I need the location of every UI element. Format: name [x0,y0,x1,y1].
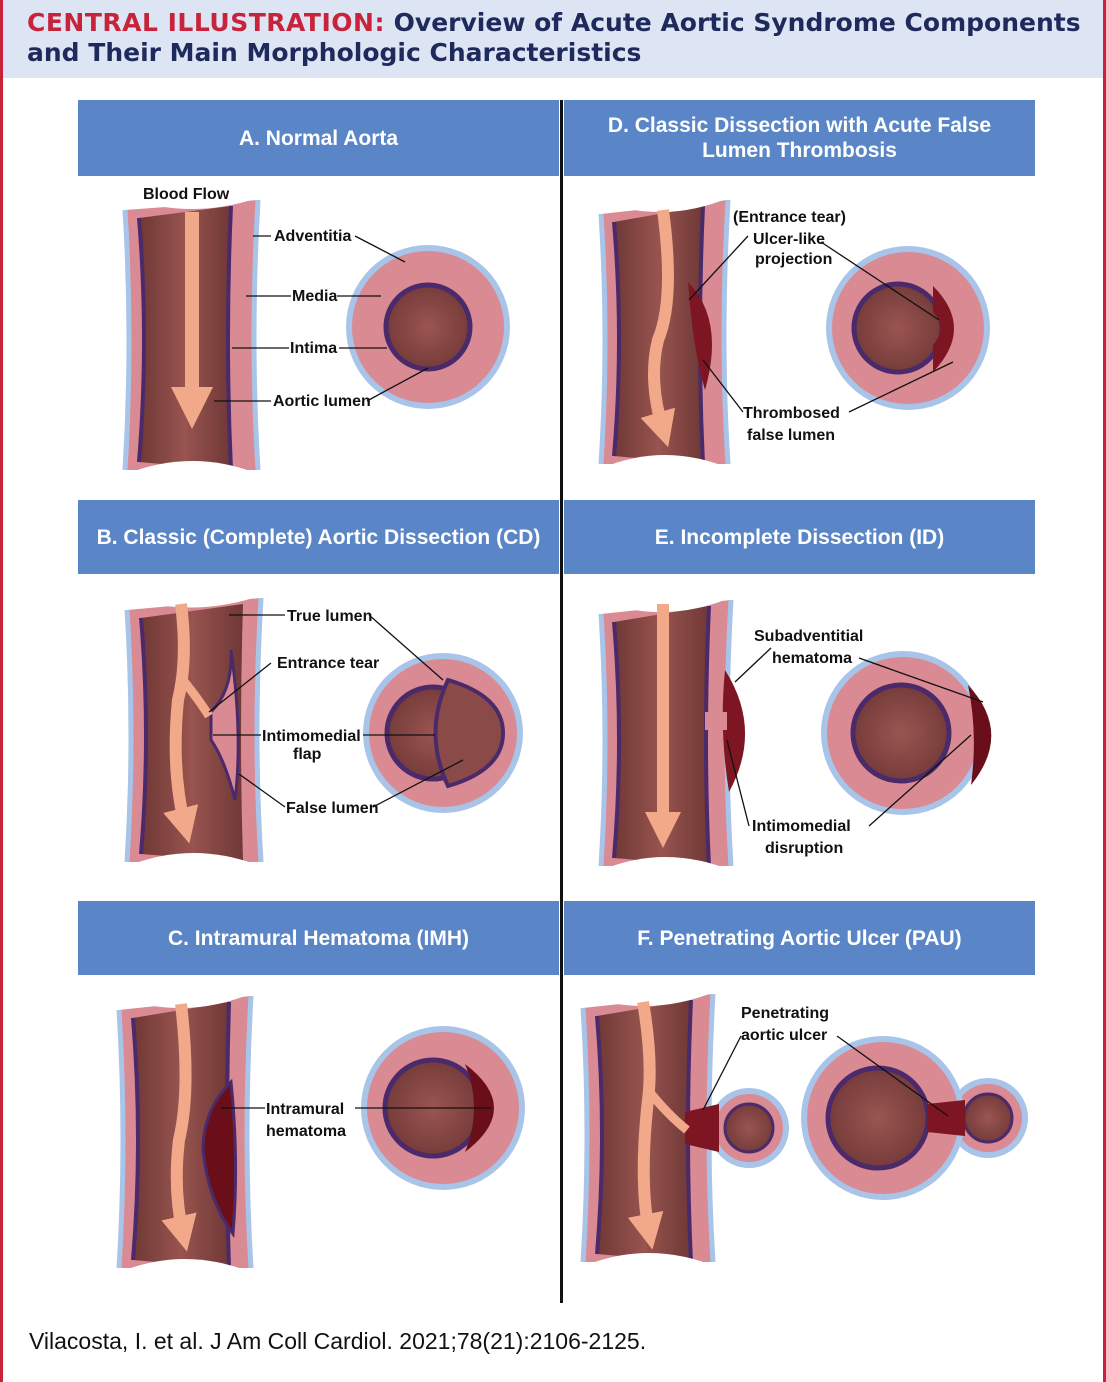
vessel-top-cut-a [121,180,263,209]
panel-d-title-line-1: D. Classic Dissection with Acute False [607,114,992,137]
label-blood-flow: Blood Flow [143,186,230,203]
leader-lines-f [702,1035,949,1117]
label-projection-d: projection [755,251,832,268]
panel-a-title: A. Normal Aorta [78,100,559,176]
label-flap-b: flap [293,746,322,763]
label-intimomedial-b: Intimomedial [262,728,361,745]
leader-lines-b [208,614,464,808]
panel-d-title-line-2: Lumen Thrombosis [702,139,897,162]
label-ulcer-like-d: Ulcer-like [753,231,825,248]
penetrating-ulcer-f [685,1104,719,1152]
label-aortic-ulcer-f: aortic ulcer [741,1027,827,1044]
blood-flow-arrow-b [163,603,199,844]
panel-c-illustration: Intramural hematoma [115,978,525,1290]
intima-right-a [226,205,233,471]
panel-e-title: E. Incomplete Dissection (ID) [564,500,1035,574]
blood-flow-arrow-d [640,209,676,448]
cross-section-f [801,1036,1028,1200]
citation: Vilacosta, I. et al. J Am Coll Cardiol. … [29,1328,647,1354]
blood-flow-arrow-c [161,1003,197,1252]
thrombosed-crescent-d [933,286,954,372]
label-aortic-lumen: Aortic lumen [273,393,371,410]
panel-a-illustration: Blood Flow Adventitia Media Intima Aorti… [121,180,510,490]
panel-f-title: F. Penetrating Aortic Ulcer (PAU) [564,901,1035,975]
panel-d-illustration: (Entrance tear) Ulcer-like projection Th… [597,180,990,490]
label-adventitia: Adventitia [274,228,351,245]
blood-flow-arrow-f [627,1000,664,1250]
cross-section-e [821,651,992,815]
ulcer-neck-f [927,1100,965,1136]
label-disruption-e: disruption [765,840,843,857]
panel-e-illustration: Subadventitial hematoma Intimomedial dis… [597,580,992,890]
adventitia-left-a [122,209,132,471]
column-divider [560,100,563,1303]
label-thrombosed-d: Thrombosed [743,405,840,422]
panel-f-illustration: Penetrating aortic ulcer [579,976,1028,1284]
cross-section-a [346,245,510,409]
label-intramural-c: Intramural [266,1101,344,1118]
illustration-canvas: Blood Flow Adventitia Media Intima Aorti… [115,180,1028,1290]
intima-left-a [137,217,146,463]
aorta-vessel-b [123,580,265,885]
panel-b-title: B. Classic (Complete) Aortic Dissection … [78,500,559,574]
subadventitial-hematoma-e [722,670,746,792]
label-entrance-tear-b: Entrance tear [277,655,379,672]
tear-flow-arrow-b [179,677,213,719]
false-lumen-crescent-b [433,677,506,789]
cross-section-d [826,246,990,410]
vessel-bottom-cut-a [121,461,263,490]
intimomedial-disruption-e [705,712,727,730]
ulcer-flow-arrow-f [644,1087,690,1134]
label-hematoma-e: hematoma [772,650,852,667]
intimomedial-flap-b [209,649,240,801]
label-intimomedial-e: Intimomedial [752,818,851,835]
label-true-lumen-b: True lumen [287,608,372,625]
figure-title-line-1: CENTRAL ILLUSTRATION: Overview of Acute … [27,8,1089,38]
label-false-lumen-d: false lumen [747,427,835,444]
panel-b-illustration: True lumen Entrance tear Intimomedial fl… [123,580,523,885]
label-subadventitial-e: Subadventitial [754,628,863,645]
cross-section-b [363,653,523,813]
figure-title-line-2: and Their Main Morphologic Characteristi… [27,38,642,67]
panel-c-title: C. Intramural Hematoma (IMH) [78,901,559,975]
label-hematoma-c: hematoma [266,1123,346,1140]
figure-title-text: Overview of Acute Aortic Syndrome Compon… [393,8,1081,37]
label-entrance-tear-d: (Entrance tear) [733,209,846,226]
leader-lines-e [726,647,984,827]
adventitia-right-a [251,199,261,471]
panel-d-title: D. Classic Dissection with Acute False L… [564,100,1035,176]
intramural-hematoma-c [201,1078,238,1239]
label-media: Media [292,288,337,305]
header-banner: CENTRAL ILLUSTRATION: Overview of Acute … [3,0,1103,78]
label-false-lumen-b: False lumen [286,800,378,817]
leader-lines-a [214,235,429,402]
lumen-circle-a [383,282,473,372]
hematoma-crescent-e [968,685,992,785]
label-penetrating-f: Penetrating [741,1005,829,1022]
leader-lines-d [688,235,954,413]
label-intima: Intima [290,340,337,357]
central-illustration-label: CENTRAL ILLUSTRATION: [27,8,385,37]
aorta-vessel-e [597,580,746,890]
